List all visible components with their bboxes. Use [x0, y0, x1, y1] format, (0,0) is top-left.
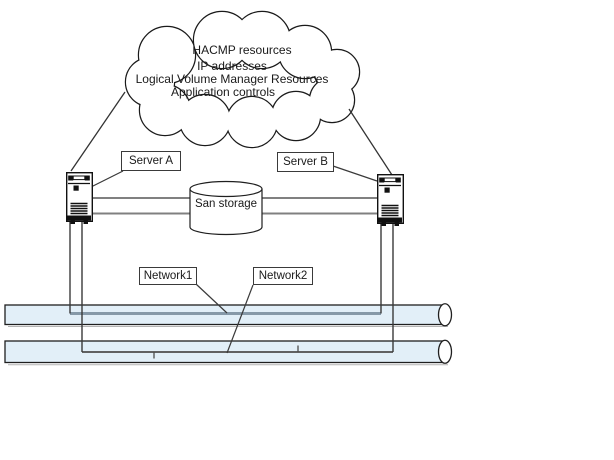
network2-leader-line [226, 284, 254, 354]
cloud-text-ip-addresses: IP addresses [197, 59, 267, 73]
network2-label-box: Network2 [253, 267, 313, 285]
server-b-icon [376, 173, 405, 226]
san-storage-label: San storage [194, 198, 258, 210]
cloud-to-server-b-line [348, 108, 393, 176]
server-b-leader-line [332, 165, 378, 182]
server-a-leader-line [88, 170, 124, 189]
network1-leader-line [195, 283, 228, 314]
server-a-icon [65, 171, 94, 224]
network2-bus-ticks [153, 345, 299, 359]
label-leader-lines [88, 165, 378, 354]
hacmp-resources-cloud-icon [124, 10, 361, 149]
cloud-text-lvm-resources: Logical Volume Manager Resources [135, 72, 329, 86]
network2-label-text: Network2 [258, 270, 308, 282]
network2-pipe-endcap [437, 339, 453, 364]
server-b-label-box: Server B [277, 152, 334, 172]
cloud-text-hacmp-resources: HACMP resources [192, 43, 292, 57]
server-network-connectors [69, 221, 394, 352]
network1-pipe-endcap [437, 303, 453, 327]
cloud-text-application-controls: Application controls [170, 85, 276, 99]
network1-label-box: Network1 [139, 267, 197, 285]
san-storage-cylinder-icon [189, 180, 263, 236]
network1-label-text: Network1 [143, 270, 193, 282]
server-a-label-box: Server A [121, 151, 181, 171]
cloud-to-server-a-line [70, 91, 126, 172]
server-a-label-text: Server A [128, 155, 174, 167]
server-b-label-text: Server B [283, 156, 328, 168]
